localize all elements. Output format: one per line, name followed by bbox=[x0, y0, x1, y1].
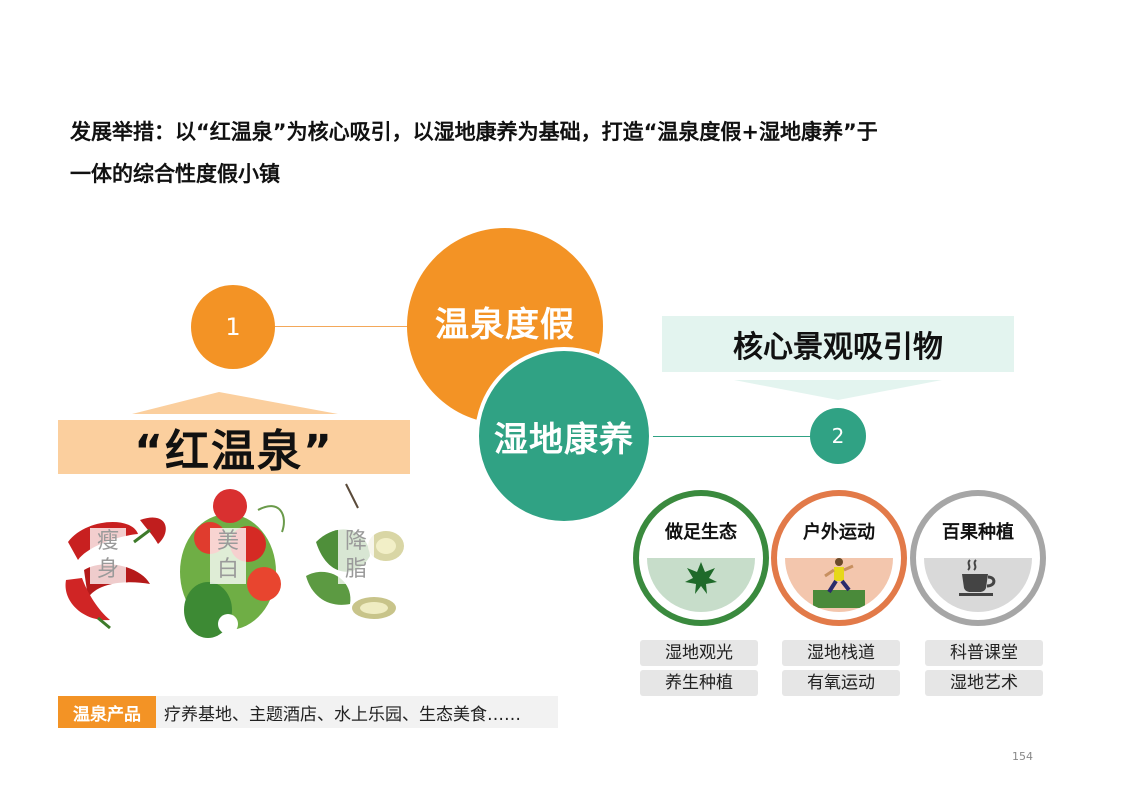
wetland-boardwalk-pill: 湿地栈道 bbox=[782, 640, 900, 666]
hot-spring-products-label: 温泉产品 bbox=[58, 696, 156, 728]
step-1-circle: 1 bbox=[191, 285, 275, 369]
step-2-number: 2 bbox=[831, 424, 845, 448]
runner-icon bbox=[813, 558, 865, 608]
connector-line-1 bbox=[272, 326, 412, 327]
page-title-line-2: 一体的综合性度假小镇 bbox=[70, 162, 280, 186]
step-1-number: 1 bbox=[225, 313, 241, 341]
fruit-planting-feature: 百果种植 bbox=[910, 490, 1046, 626]
wetland-sightseeing-pill: 湿地观光 bbox=[640, 640, 758, 666]
slimming-tag-char-1: 瘦 bbox=[96, 529, 119, 554]
step-2-circle: 2 bbox=[810, 408, 866, 464]
core-attractions-arrow bbox=[662, 316, 1014, 400]
whitening-tag-char-1: 美 bbox=[216, 529, 239, 554]
red-hot-spring-arrow bbox=[58, 392, 410, 474]
page-title-line-1: 发展举措：以“红温泉”为核心吸引，以湿地康养为基础，打造“温泉度假+湿地康养”于 bbox=[70, 120, 878, 144]
science-class-pill: 科普课堂 bbox=[925, 640, 1043, 666]
whitening-tag-char-2: 白 bbox=[216, 557, 239, 582]
lipid-lowering-tag-char-2: 脂 bbox=[344, 557, 367, 582]
outdoor-sports-inner: 户外运动 bbox=[785, 504, 893, 612]
page-number: 154 bbox=[1012, 750, 1033, 763]
connector-line-2 bbox=[640, 436, 816, 437]
whitening-tag: 美 白 bbox=[210, 528, 246, 584]
outdoor-sports-ring bbox=[771, 490, 907, 626]
slimming-tag: 瘦 身 bbox=[90, 528, 126, 584]
hot-spring-products-text: 疗养基地、主题酒店、水上乐园、生态美食…… bbox=[156, 696, 558, 728]
lipid-lowering-tag-char-1: 降 bbox=[344, 529, 367, 554]
wetland-wellness-circle: 湿地康养 bbox=[475, 347, 653, 525]
wetland-art-pill: 湿地艺术 bbox=[925, 670, 1043, 696]
ecology-inner: 做足生态 bbox=[647, 504, 755, 612]
red-hot-spring-banner: “红温泉” bbox=[134, 426, 334, 477]
aerobic-exercise-pill: 有氧运动 bbox=[782, 670, 900, 696]
hot-spring-resort-label: 温泉度假 bbox=[435, 304, 575, 345]
slimming-tag-char-2: 身 bbox=[96, 557, 119, 582]
fruit-planting-ring bbox=[910, 490, 1046, 626]
wetland-wellness-label: 湿地康养 bbox=[494, 419, 634, 460]
ecology-ring bbox=[633, 490, 769, 626]
ecology-feature: 做足生态 bbox=[633, 490, 769, 626]
fruit-planting-inner: 百果种植 bbox=[924, 504, 1032, 612]
outdoor-sports-feature: 户外运动 bbox=[771, 490, 907, 626]
leaf-icon bbox=[685, 562, 717, 594]
lipid-lowering-tag: 降 脂 bbox=[338, 528, 374, 584]
health-planting-pill: 养生种植 bbox=[640, 670, 758, 696]
core-attractions-title: 核心景观吸引物 bbox=[733, 330, 943, 365]
coffee-cup-icon bbox=[959, 559, 996, 596]
